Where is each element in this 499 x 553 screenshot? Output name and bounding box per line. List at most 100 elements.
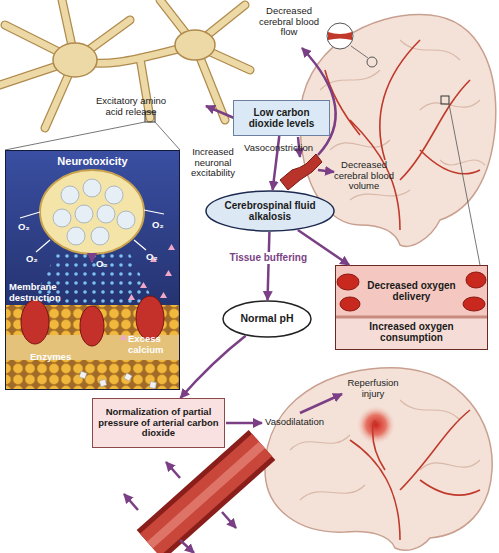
process-box: Normalization of partial pressure of art… [92,398,225,448]
node-label: Neurotoxicity [57,155,127,167]
node-label: Low carbon dioxide levels [240,107,323,129]
dilated-vessel [150,445,262,545]
red-cell [466,272,486,288]
dendrite-outline [0,0,250,128]
dendrite [0,0,250,128]
enzyme [99,379,106,386]
node-body: Increased oxygen consumption [336,316,487,348]
molecule-label: O₂ [96,259,108,270]
red-cell [337,274,359,290]
arrow [124,494,138,510]
effect-label: Increased neuronal excitability [184,147,242,179]
inset-background [5,150,180,390]
enzyme [79,371,87,379]
process-label: Excitatory amino acid release [95,96,167,117]
node-label: Cerebrospinal fluid alkalosis [221,200,319,222]
molecule-label: O₂ [18,222,30,233]
small-vesicle [61,186,79,204]
brain [265,368,492,550]
blood-field [335,265,488,317]
calcium-ion [120,334,127,340]
arrow [166,462,180,478]
effect-label: Decreased cerebral blood flow [256,6,322,38]
enzyme [150,382,157,389]
brain-vessel [350,410,480,540]
vessel [150,445,262,545]
vessel [280,154,322,190]
ellipse-shape [223,301,311,337]
membrane-heads [5,360,180,390]
zoom-square [441,96,449,104]
part-label: Enzymes [30,352,71,363]
gyri [320,40,485,200]
cell-body [175,30,215,60]
zoom-circle [367,57,377,67]
arrow [222,512,236,528]
ellipse-shape [206,191,334,231]
inset-box: Decreased oxygen deliveryIncreased oxyge… [335,265,488,350]
molecule-label: O₂ [26,254,38,265]
enzyme-group [79,371,156,388]
calcium-ion [165,270,172,276]
oxygen-arrow [20,210,164,262]
leader-line [351,46,368,58]
gyri [290,400,480,500]
effect-label: Decreased cerebral blood volume [332,160,396,192]
arrow [300,394,342,413]
vesicle [40,170,144,254]
molecule-label: O₂ [146,252,158,263]
arrow-group [124,48,342,553]
connector-arrow [180,336,245,398]
small-vesicle [83,179,101,197]
state-ellipse: Cerebrospinal fluid alkalosis [205,190,335,232]
constricted-vessel [328,32,352,40]
enzyme [124,373,132,381]
vesicle-group [53,179,135,245]
leader-line [5,122,180,150]
zoom-circle [327,23,353,49]
neuron [0,0,250,150]
calcium-ion [140,282,147,288]
cell-body [53,43,97,77]
small-vesicle [67,227,85,245]
calcium-group [120,244,175,340]
vessel-wall [150,445,262,545]
small-vessel [280,154,322,190]
arrow [180,540,194,553]
effect-label: Vasodilatation [265,417,324,428]
connector-arrow [268,232,270,300]
cause-box: Low carbon dioxide levels [233,100,330,136]
brain-vessel [325,40,480,230]
node-label: Normalization of partial pressure of art… [97,407,220,439]
part-label: Membrane destruction [9,282,73,303]
leader-line [449,104,480,265]
small-vesicle [91,227,109,245]
tissue-field [335,317,488,350]
arrow [226,422,262,425]
calcium-ion [128,294,135,300]
effect-label: Vasoconstriction [244,143,313,154]
neurotoxicity-art [5,150,180,390]
small-vesicle [97,205,115,223]
node-label: Normal pH [240,313,293,325]
edge-label: Tissue buffering [227,252,309,264]
oxygen-art [335,265,488,350]
node-label: Decreased oxygen delivery [336,266,487,316]
state-ellipse: Normal pH [222,300,312,338]
small-vesicle [105,186,123,204]
small-vesicle [75,205,93,223]
lower-brain [265,368,492,550]
arrow [318,170,334,172]
small-vesicle [53,209,71,227]
part-label: Excess calcium [128,334,176,355]
protein [21,300,49,344]
red-cell [340,297,360,311]
effect-label: Reperfusion injury [343,378,403,399]
arrow [206,106,234,118]
red-cell [463,297,485,311]
calcium-ion [160,292,167,298]
upper-brain [300,15,496,265]
